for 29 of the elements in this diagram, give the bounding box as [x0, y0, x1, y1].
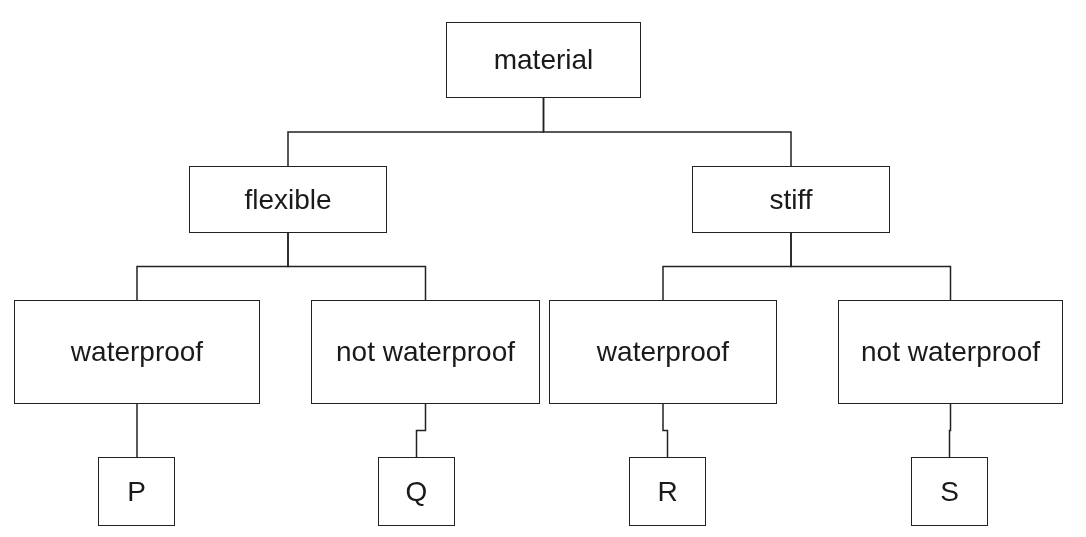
category-box — [629, 457, 706, 526]
box-label: material — [492, 43, 595, 77]
category-box — [14, 300, 260, 404]
category-box — [911, 457, 988, 526]
connector-line — [790, 232, 952, 301]
box-label: R — [656, 474, 679, 509]
connector-line — [136, 403, 138, 458]
category-box — [98, 457, 175, 526]
box-label: P — [126, 474, 147, 509]
box-label: waterproof — [595, 335, 731, 369]
box-label: Q — [404, 474, 429, 509]
connector-line — [415, 403, 427, 458]
connector-line — [287, 232, 427, 301]
category-box — [189, 166, 387, 233]
category-box — [549, 300, 777, 404]
connector-line — [662, 403, 669, 458]
box-label: not waterproof — [860, 335, 1041, 369]
category-box — [838, 300, 1063, 404]
connector-line — [948, 403, 952, 458]
connector-line — [542, 97, 792, 167]
category-box — [311, 300, 540, 404]
box-label: stiff — [768, 182, 814, 217]
box-label: waterproof — [69, 335, 205, 369]
category-box — [446, 22, 641, 98]
box-label: S — [939, 474, 960, 509]
category-box — [378, 457, 455, 526]
box-label: flexible — [243, 182, 333, 217]
category-box — [692, 166, 890, 233]
box-label: not waterproof — [335, 335, 516, 369]
